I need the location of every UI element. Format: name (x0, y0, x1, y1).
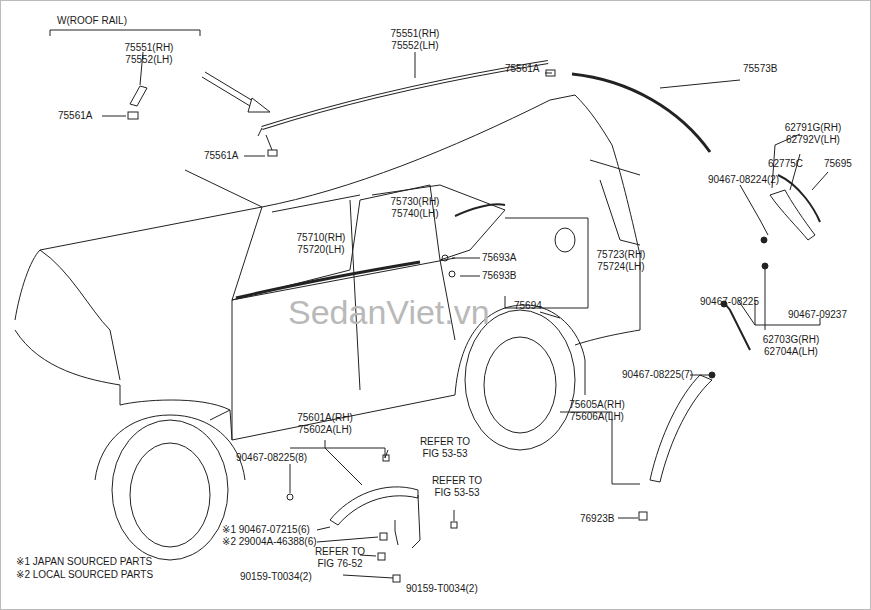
callout-number: 62791G(RH) 62792V(LH) (778, 122, 848, 146)
callout-number: 75723(RH) 75724(LH) (590, 249, 652, 273)
callout-number: 90159-T0034(2) (406, 583, 478, 595)
callout-number: ※1 90467-07215(6) (222, 524, 310, 536)
callout-number: 76923B (580, 513, 614, 525)
callout-number: 75601A(RH) 75602A(LH) (294, 412, 356, 436)
callout-number: 75561A (505, 63, 539, 75)
callout-number: ※2 29004A-46388(6) (222, 536, 317, 548)
callout-number: 75551(RH) 75552(LH) (384, 28, 446, 52)
callout-number: 75605A(RH) 75606A(LH) (566, 399, 628, 423)
callout-number: 75730(RH) 75740(LH) (384, 196, 446, 220)
callout-number: 90467-08225 (700, 296, 759, 308)
callout-number: 75693A (482, 252, 516, 264)
callout-number: 90467-09237 (788, 309, 847, 321)
callout-number: 75561A (204, 150, 238, 162)
callout-number: 75694 (514, 300, 542, 312)
callout-number: ※1 JAPAN SOURCED PARTS (16, 556, 152, 568)
callout-number: 75573B (743, 63, 777, 75)
callout-number: 90467-08224(2) (708, 174, 779, 186)
callout-number: 90467-08225(7) (622, 369, 693, 381)
callout-number: 75693B (482, 270, 516, 282)
callout-number: 62703G(RH) 62704A(LH) (756, 334, 826, 358)
watermark: SedanViet.vn (288, 292, 490, 332)
callout-number: 75695 (824, 158, 852, 170)
callout-number: 75551(RH) 75552(LH) (118, 42, 180, 66)
callout-number: 62775C (768, 158, 803, 170)
callout-number: 90467-08225(8) (236, 452, 307, 464)
callout-number: 75561A (58, 110, 92, 122)
callout-number: REFER TO FIG 53-53 (416, 436, 474, 460)
callout-number: REFER TO FIG 53-53 (428, 475, 486, 499)
callout-number: W(ROOF RAIL) (57, 15, 127, 27)
callout-number: REFER TO FIG 76-52 (310, 546, 370, 570)
callout-number: 90159-T0034(2) (240, 571, 312, 583)
callout-number: ※2 LOCAL SOURCED PARTS (16, 569, 153, 581)
callout-number: 75710(RH) 75720(LH) (290, 232, 352, 256)
